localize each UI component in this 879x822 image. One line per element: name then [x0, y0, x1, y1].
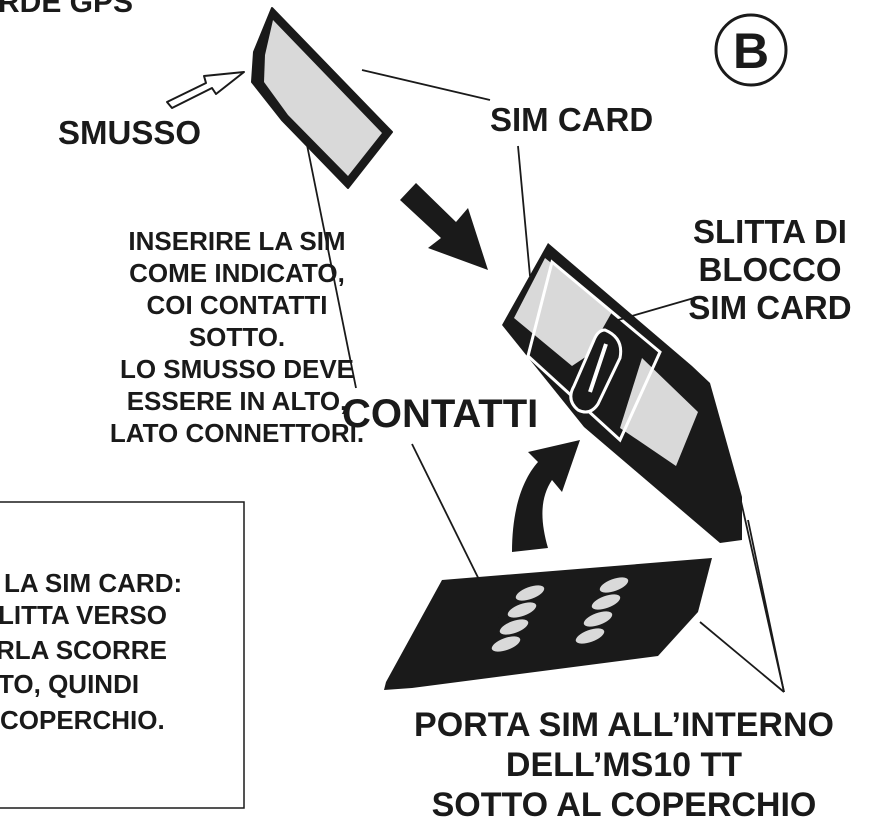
label-contatti: CONTATTI: [342, 392, 538, 436]
contact-pad: [591, 594, 621, 610]
label-slitta-line: SIM CARD: [688, 289, 851, 326]
instruction-line: INSERIRE LA SIM: [128, 226, 345, 256]
instruction-line: ESSERE IN ALTO,: [127, 386, 348, 416]
slide-grey-upper: [514, 258, 612, 366]
label-slitta-line: SLITTA DI: [693, 213, 847, 250]
bevel-pointer-arrow-icon: [166, 71, 245, 109]
leader-simcard-to-card: [361, 69, 491, 101]
contact-pads: [491, 577, 629, 652]
note-line: LA SIM CARD:: [4, 568, 182, 598]
label-porta: PORTA SIM ALL’INTERNO DELL’MS10 TT SOTTO…: [414, 706, 834, 822]
badge-circle: [714, 13, 788, 87]
contact-pad: [583, 611, 613, 627]
label-porta-line: PORTA SIM ALL’INTERNO: [414, 706, 834, 744]
instruction-line: LATO CONNETTORI.: [110, 418, 364, 448]
contact-pad: [491, 636, 521, 652]
label-porta-line: DELL’MS10 TT: [506, 746, 742, 784]
badge-letter: B: [733, 23, 769, 79]
leader-contatti-up: [305, 139, 357, 389]
insert-direction-arrow-icon: [400, 183, 488, 270]
note-line: RLA SCORRE: [0, 635, 167, 665]
leader-contatti-down: [411, 443, 499, 619]
leader-lines: [305, 69, 785, 693]
instruction-line: LO SMUSSO DEVE: [120, 354, 354, 384]
contact-pad: [507, 602, 537, 618]
sim-card: [251, 7, 393, 189]
label-slitta: SLITTA DI BLOCCO SIM CARD: [688, 213, 851, 326]
leader-simcard-to-slide: [517, 145, 531, 277]
contact-pad: [599, 577, 629, 593]
label-smusso: SMUSSO: [58, 114, 201, 151]
contact-pad: [575, 628, 605, 644]
leader-slitta: [617, 297, 695, 321]
label-sim-card: SIM CARD: [490, 101, 653, 138]
figure-badge: B: [714, 13, 788, 87]
header-fragment: RDE GPS: [0, 0, 133, 19]
contact-plate-body: [384, 558, 712, 690]
sim-card-face: [264, 20, 382, 176]
leader-porta-slide-b: [747, 519, 785, 693]
note-box: LA SIM CARD: LITTA VERSO RLA SCORRE TO, …: [0, 501, 245, 809]
instructions-text: INSERIRE LA SIM COME INDICATO, COI CONTA…: [110, 226, 364, 448]
label-porta-line: SOTTO AL COPERCHIO: [432, 786, 817, 822]
lift-arrow-icon: [512, 440, 580, 552]
slide-lock-frame: [526, 259, 662, 443]
slide-lock-latch-inner: [588, 343, 608, 393]
instruction-line: COME INDICATO,: [129, 258, 345, 288]
leader-porta-plate: [699, 621, 785, 693]
contact-pad: [515, 585, 545, 601]
sim-holder-slide: [502, 243, 742, 543]
note-line: COPERCHIO.: [0, 705, 165, 735]
sim-contact-plate: [384, 558, 712, 690]
note-box-frame: [0, 501, 245, 809]
note-line: TO, QUINDI: [0, 669, 139, 699]
instruction-line: SOTTO.: [189, 322, 285, 352]
contact-pad: [499, 619, 529, 635]
instruction-line: COI CONTATTI: [146, 290, 327, 320]
note-line: LITTA VERSO: [0, 600, 167, 630]
slide-grey-lower: [620, 358, 698, 466]
label-slitta-line: BLOCCO: [699, 251, 842, 288]
